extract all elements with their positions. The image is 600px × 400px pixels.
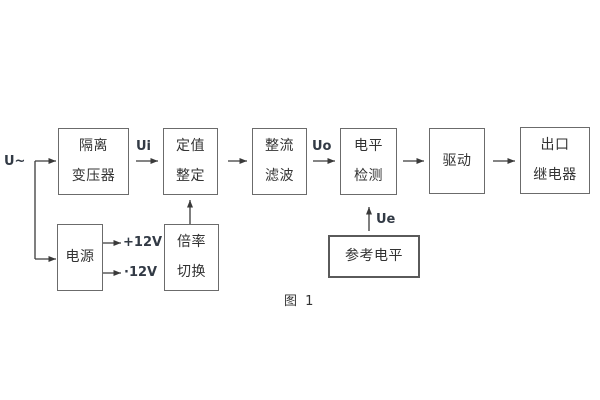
block-label: 隔离: [79, 138, 108, 154]
block-rectifier-filter: 整流 滤波: [252, 128, 307, 195]
signal-ui-label: Ui: [136, 139, 152, 154]
block-output-relay: 出口 继电器: [520, 127, 590, 194]
block-label: 电源: [65, 249, 95, 265]
block-label: 切换: [177, 264, 206, 280]
block-label: 整流: [265, 138, 294, 154]
figure-caption: 图 1: [284, 294, 316, 309]
block-label: 驱动: [442, 152, 472, 169]
block-label: 出口: [540, 137, 570, 153]
block-label: 检测: [354, 168, 383, 184]
block-label: 定值: [176, 138, 205, 154]
block-setting: 定值 整定: [163, 128, 218, 195]
block-power-supply: 电源: [57, 224, 103, 291]
block-label: 参考电平: [345, 248, 403, 264]
block-label: 继电器: [533, 167, 577, 183]
block-label: 电平: [354, 138, 383, 154]
block-label: 倍率: [177, 234, 206, 250]
block-reference-level: 参考电平: [328, 235, 420, 278]
block-isolation-transformer: 隔离 变压器: [58, 128, 129, 195]
signal-uo-label: Uo: [312, 139, 332, 154]
block-label: 滤波: [265, 168, 294, 184]
power-plus12v-label: +12V: [123, 235, 163, 250]
power-minus12v-label: ·12V: [124, 265, 158, 280]
block-drive: 驱动: [429, 128, 485, 194]
block-ratio-switch: 倍率 切换: [164, 224, 219, 291]
input-voltage-label: U~: [4, 154, 26, 169]
block-level-detection: 电平 检测: [340, 128, 397, 195]
signal-ue-label: Ue: [376, 212, 396, 227]
block-label: 变压器: [71, 168, 116, 184]
block-label: 整定: [176, 168, 205, 184]
